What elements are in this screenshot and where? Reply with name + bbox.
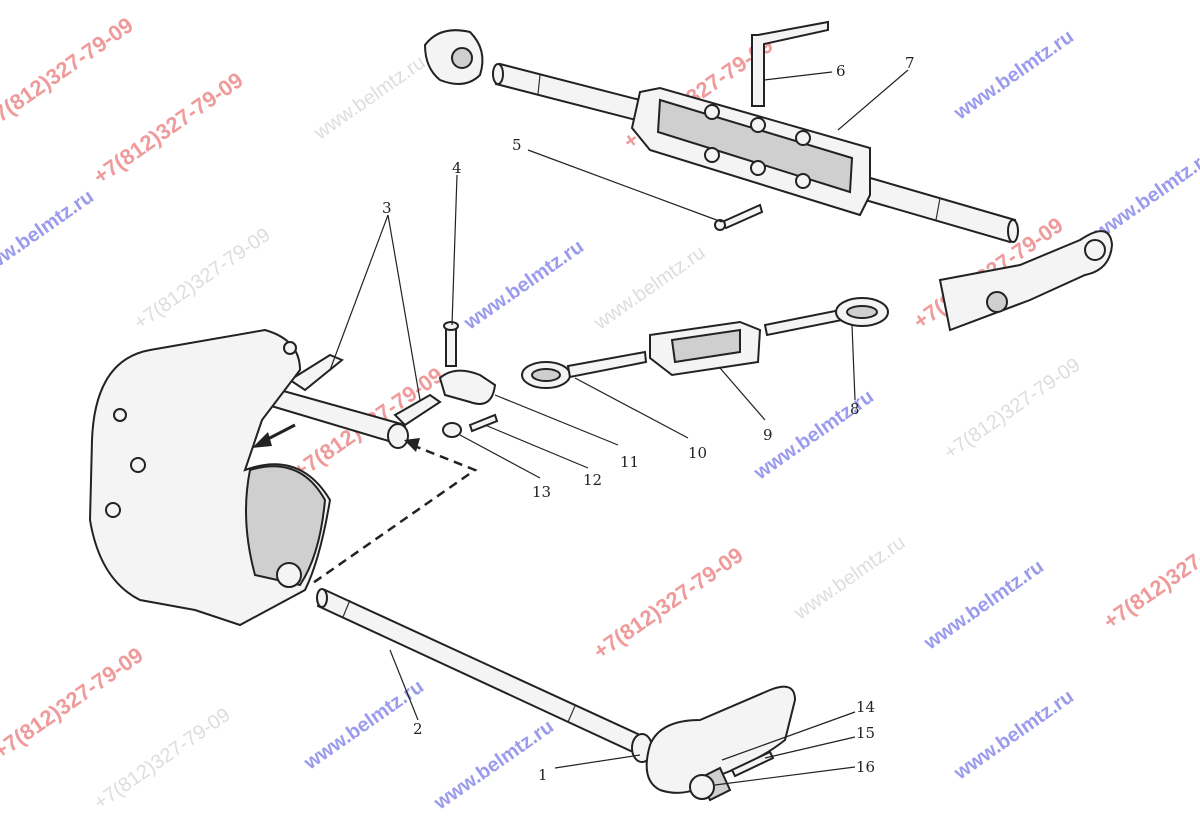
part-label-9: 9: [763, 426, 773, 444]
part-label-12: 12: [583, 471, 602, 489]
clevis-bracket: [938, 230, 1114, 332]
pin-part-12: [468, 413, 499, 433]
phone-watermark: +7(812)327-79-09: [0, 642, 148, 764]
bushing-part: [423, 29, 484, 85]
rear-axle-housing: [88, 328, 332, 627]
assembly-dashed-line: [309, 443, 478, 587]
site-watermark: www.belmtz.ru: [0, 186, 98, 285]
part-label-5: 5: [512, 136, 522, 154]
site-watermark: www.belmtz.ru: [309, 51, 429, 144]
turnbuckle-assembly: [492, 62, 1019, 244]
part-label-2: 2: [413, 720, 423, 738]
l-pin-part-6: [751, 20, 829, 107]
site-watermark: www.belmtz.ru: [589, 241, 709, 334]
phone-watermark: +7(812)327-79-09: [90, 704, 234, 814]
part-label-7: 7: [905, 54, 915, 72]
part-label-13: 13: [532, 483, 551, 501]
phone-watermark: +7(812)327-79-09: [130, 224, 274, 334]
site-watermark: www.belmtz.ru: [1089, 146, 1200, 245]
site-watermark: www.belmtz.ru: [949, 26, 1077, 125]
cotter-pin-part-5: [714, 203, 764, 231]
site-watermark: www.belmtz.ru: [299, 676, 427, 775]
nut-part-16: [689, 774, 715, 800]
part-label-16: 16: [856, 758, 875, 776]
part-label-6: 6: [836, 62, 846, 80]
nut-part-13: [442, 422, 462, 438]
eye-bolt-part-8: [763, 297, 889, 337]
part-label-8: 8: [850, 400, 860, 418]
part-label-3: 3: [382, 199, 392, 217]
pin-part-15: [730, 750, 775, 778]
site-watermark: www.belmtz.ru: [949, 686, 1077, 785]
leader-lines: [329, 69, 909, 786]
direction-arrow: [252, 423, 296, 448]
dashed-line-arrowhead: [404, 438, 420, 452]
phone-watermark: +7(812)327-79-09: [940, 354, 1084, 464]
phone-watermark: +7(812)327-79-09: [89, 67, 248, 189]
phone-watermark: +7(812)327-79-09: [589, 542, 748, 664]
site-watermark: www.belmtz.ru: [919, 556, 1047, 655]
part-label-15: 15: [856, 724, 875, 742]
part-label-4: 4: [452, 159, 462, 177]
eye-bolt-part-10: [521, 350, 648, 389]
part-label-14: 14: [856, 698, 875, 716]
part-number-labels: 1 2 3 4 5 6 7 8 9 10 11 12 13 14 15 16: [382, 54, 915, 784]
lower-link-end: [645, 685, 797, 802]
bolt-part-4: [443, 321, 459, 367]
part-label-10: 10: [688, 444, 707, 462]
site-watermark: www.belmtz.ru: [789, 531, 909, 624]
phone-watermark: +7(812)327-79-09: [0, 12, 138, 134]
link-part-11: [438, 369, 497, 405]
phone-watermark: +7(812)327-79-09: [1099, 512, 1200, 634]
threaded-rod-part-2: [316, 588, 642, 754]
part-label-11: 11: [620, 453, 639, 471]
site-watermark: www.belmtz.ru: [459, 236, 587, 335]
part-label-1: 1: [538, 766, 548, 784]
adjusting-block-part-9: [649, 320, 762, 377]
